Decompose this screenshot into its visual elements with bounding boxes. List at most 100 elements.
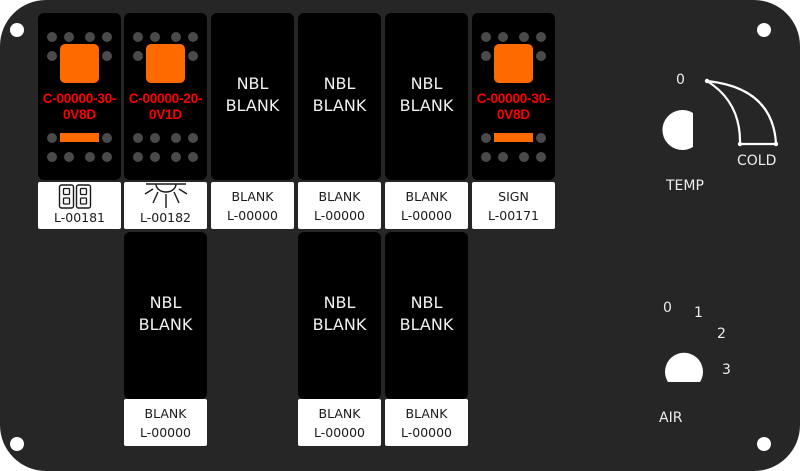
label-text: BLANK [312, 315, 367, 334]
label-text: BLANK [138, 315, 193, 334]
contact-dot [188, 51, 198, 61]
contact-dot [171, 133, 181, 143]
label-text: NBL [410, 293, 443, 312]
contact-dot [481, 51, 491, 61]
contact-dot [85, 152, 95, 162]
air-position-3: 3 [722, 362, 731, 378]
label-text: SIGN [498, 189, 529, 204]
contact-dot [536, 152, 546, 162]
contact-dot [64, 32, 74, 42]
mounting-hole-top-left [10, 23, 24, 37]
contact-dot [481, 152, 491, 162]
contact-dot [133, 133, 143, 143]
label-text: C-00000-30- [476, 91, 551, 106]
label-text: BLANK [312, 96, 367, 115]
label-text: L-00171 [487, 208, 540, 223]
label-text: C-00000-20- [128, 91, 203, 106]
contact-dot [47, 32, 57, 42]
mounting-hole-bottom-right [757, 437, 771, 451]
rocker-switch-bottom-2[interactable]: NBL BLANK [124, 232, 207, 399]
part-number: C-00000-20-0V1D [120, 91, 211, 123]
contact-dot [64, 152, 74, 162]
mounting-hole-bottom-left [10, 437, 24, 451]
label-text: BLANK [399, 315, 454, 334]
contact-dot [133, 32, 143, 42]
indicator-bar [494, 133, 533, 142]
label-text: BLANK [144, 406, 187, 421]
label-text: NBL [236, 74, 269, 93]
label-text: L-00000 [139, 425, 192, 440]
air-position-0: 0 [663, 300, 672, 316]
switch-face-text: NBL BLANK [385, 292, 468, 336]
switch-label-2: L-00182 [124, 182, 207, 229]
indicator-lens [146, 44, 185, 83]
label-text: L-00000 [400, 208, 453, 223]
light-icon [144, 183, 188, 208]
air-position-2: 2 [717, 326, 726, 342]
dual-lamp-icon [58, 184, 92, 209]
switch-label-6: SIGN L-00171 [472, 182, 555, 229]
label-text: BLANK [318, 189, 361, 204]
switch-face-text: NBL BLANK [298, 73, 381, 117]
label-code: L-00181 [53, 210, 106, 225]
contact-dot [171, 32, 181, 42]
part-number: C-00000-30-0V8D [34, 91, 125, 123]
temp-knob[interactable] [662, 110, 697, 150]
contact-dot [150, 133, 160, 143]
label-text: 0V1D [149, 107, 182, 122]
contact-dot [102, 32, 112, 42]
contact-dot [188, 32, 198, 42]
contact-dot [498, 152, 508, 162]
label-text: NBL [323, 293, 356, 312]
indicator-bar [60, 133, 99, 142]
contact-dot [102, 133, 112, 143]
rocker-switch-3[interactable]: NBL BLANK [211, 13, 294, 180]
mounting-hole-top-right [757, 23, 771, 37]
label-text: BLANK [405, 406, 448, 421]
label-text: NBL [149, 293, 182, 312]
indicator-lens [60, 44, 99, 83]
contact-dot [188, 133, 198, 143]
temp-end-label: COLD [737, 153, 777, 169]
contact-dot [85, 32, 95, 42]
contact-dot [102, 51, 112, 61]
contact-dot [536, 133, 546, 143]
label-text: NBL [323, 74, 356, 93]
contact-dot [188, 152, 198, 162]
contact-dot [47, 152, 57, 162]
temp-start-label: 0 [676, 72, 685, 88]
temp-title: TEMP [666, 178, 704, 194]
switch-label-1: L-00181 [38, 182, 121, 229]
label-text: 0V8D [63, 107, 96, 122]
contact-dot [47, 133, 57, 143]
label-text: L-00000 [313, 425, 366, 440]
air-knob[interactable] [664, 348, 704, 384]
switch-face-text: NBL BLANK [298, 292, 381, 336]
temp-range-arc-icon [704, 78, 779, 147]
switch-label-bottom-4: BLANK L-00000 [298, 399, 381, 446]
rocker-switch-bottom-4[interactable]: NBL BLANK [298, 232, 381, 399]
contact-dot [481, 32, 491, 42]
air-title: AIR [659, 410, 683, 426]
rocker-switch-4[interactable]: NBL BLANK [298, 13, 381, 180]
rocker-switch-6[interactable]: C-00000-30-0V8D [472, 13, 555, 180]
rocker-switch-1[interactable]: C-00000-30-0V8D [38, 13, 121, 180]
label-text: BLANK [225, 96, 280, 115]
air-position-1: 1 [694, 305, 703, 321]
contact-dot [133, 152, 143, 162]
label-text: BLANK [318, 406, 361, 421]
contact-dot [536, 51, 546, 61]
contact-dot [519, 152, 529, 162]
rocker-switch-2[interactable]: C-00000-20-0V1D [124, 13, 207, 180]
switch-face-text: NBL BLANK [124, 292, 207, 336]
contact-dot [150, 32, 160, 42]
contact-dot [102, 152, 112, 162]
rocker-switch-bottom-5[interactable]: NBL BLANK [385, 232, 468, 399]
label-code: L-00182 [139, 210, 192, 225]
